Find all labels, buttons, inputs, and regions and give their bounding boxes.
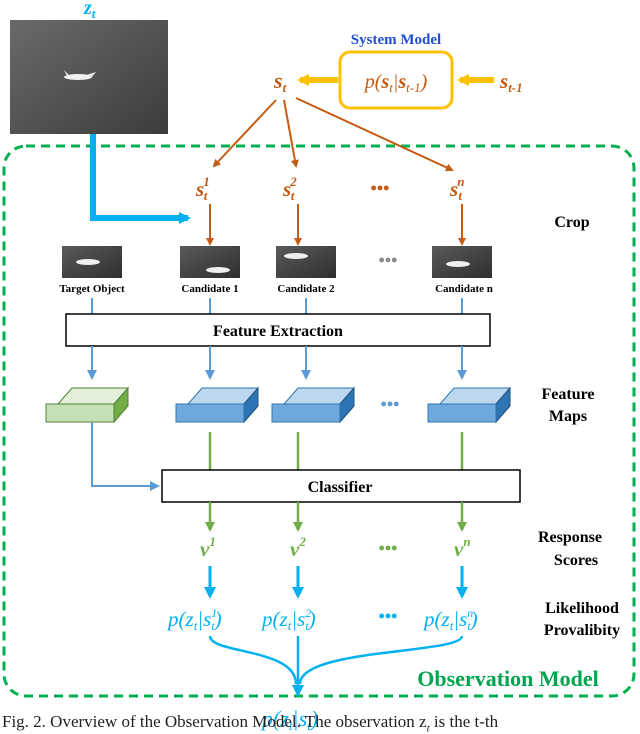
svg-text:Target Object: Target Object <box>59 283 125 295</box>
svg-text:Candidate 1: Candidate 1 <box>181 283 238 295</box>
score-n: vn <box>454 534 471 561</box>
system-model-title: System Model <box>351 32 441 48</box>
likelihood-ellipsis: ••• <box>379 606 398 626</box>
classifier-box <box>161 469 521 503</box>
feature-extraction-label: Feature Extraction <box>213 323 343 340</box>
feature-map-ellipsis: ••• <box>381 394 400 414</box>
airplane-icon <box>64 70 96 80</box>
patch-target-object: Target Object <box>59 246 125 295</box>
feature-extraction-box <box>65 313 491 347</box>
figure-caption: Fig. 2. Overview of the Observation Mode… <box>2 712 499 734</box>
label-maps: Maps <box>549 408 587 425</box>
patch-candidate-2: Candidate 2 <box>276 246 336 295</box>
observation-model-border <box>2 144 636 698</box>
state-to-particle1-arrow <box>212 99 277 168</box>
label-likelihood: Likelihood <box>545 600 619 617</box>
feature-map-candidate-2 <box>271 386 356 424</box>
score-2: v2 <box>290 534 306 561</box>
merge-line-1 <box>208 635 298 685</box>
label-scores: Scores <box>554 552 598 569</box>
score-ellipsis: ••• <box>379 538 398 558</box>
patch-ellipsis: ••• <box>379 250 398 270</box>
particle-ellipsis: ••• <box>371 178 390 198</box>
svg-text:s2t: s2t <box>282 174 297 203</box>
feature-map-target <box>45 386 130 424</box>
merge-line-n <box>298 635 464 685</box>
svg-text:snt: snt <box>449 174 464 203</box>
label-probability: Provalibity <box>544 622 620 639</box>
score-1: v1 <box>200 534 216 561</box>
classifier-label: Classifier <box>308 479 373 496</box>
feature-map-candidate-1 <box>175 386 260 424</box>
frame-to-crop-arrow <box>90 134 191 224</box>
svg-text:s1t: s1t <box>195 174 210 203</box>
label-response: Response <box>538 529 602 546</box>
feature-map-candidate-n <box>427 386 512 424</box>
target-to-classifier-arrow <box>91 422 160 491</box>
label-feature: Feature <box>541 386 594 403</box>
patch-candidate-1: Candidate 1 <box>180 246 240 295</box>
state-to-particlen-arrow <box>295 97 454 172</box>
system-model-box <box>338 50 454 110</box>
state-top: st <box>273 68 287 95</box>
final-likelihood: p(zt|st) <box>260 706 318 733</box>
svg-text:Candidate 2: Candidate 2 <box>277 283 335 295</box>
state-prev: st-1 <box>499 69 523 95</box>
state-to-particle2-arrow <box>283 99 299 168</box>
system-model-formula: p(st|st-1) <box>363 71 428 95</box>
observation-model-label: Observation Model <box>417 666 599 691</box>
label-crop: Crop <box>554 214 589 231</box>
patch-candidate-n: Candidate n <box>432 246 493 295</box>
svg-text:Candidate n: Candidate n <box>435 283 493 295</box>
frame-label: zt <box>83 0 96 21</box>
